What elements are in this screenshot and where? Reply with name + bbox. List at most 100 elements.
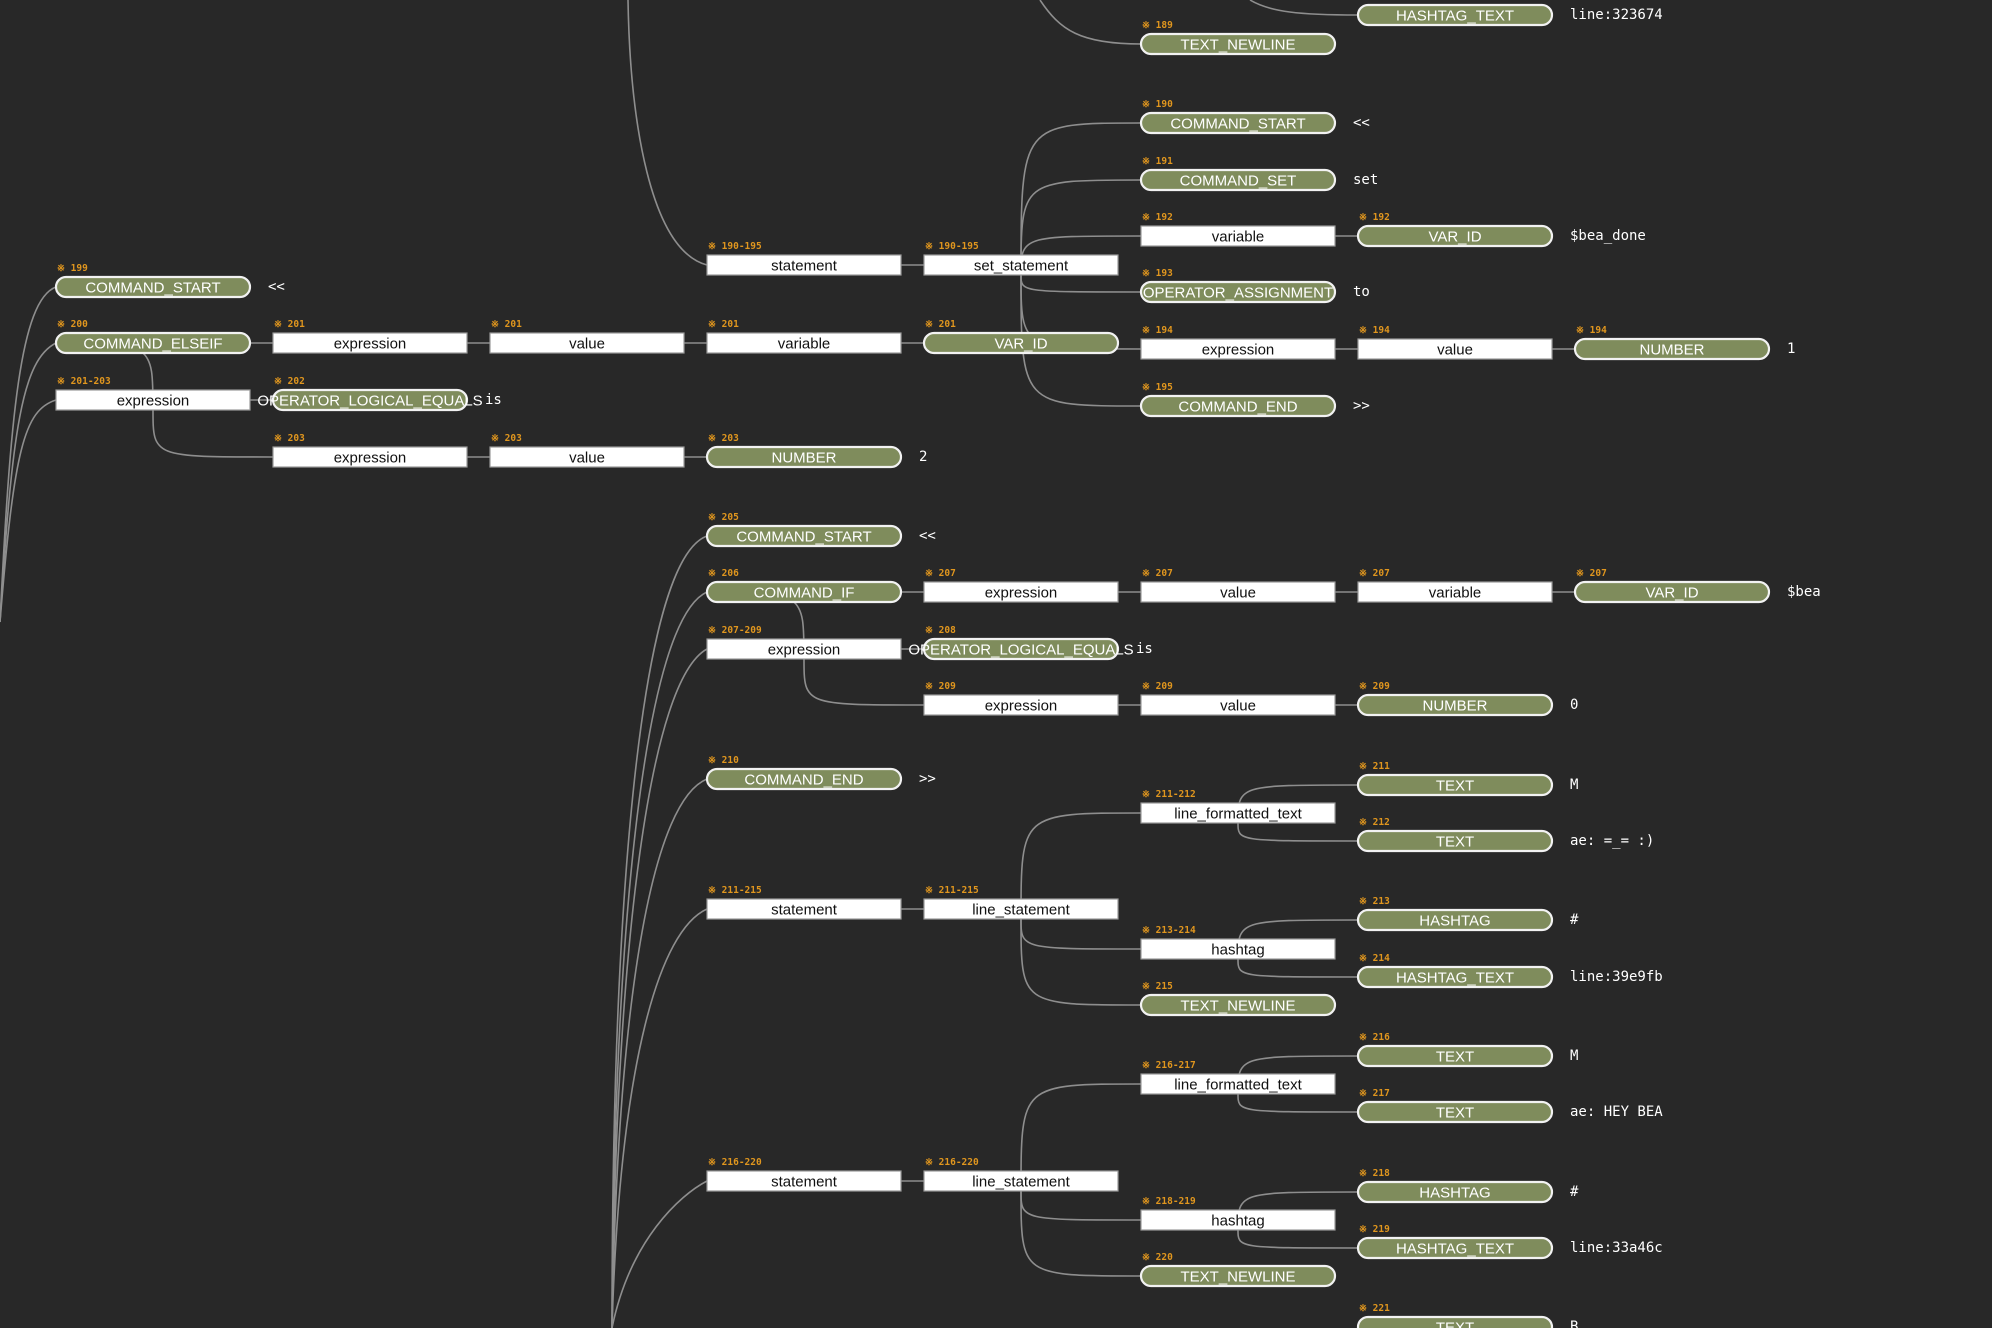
tree-node-value[interactable]: ※ 201 value xyxy=(489,319,685,354)
node-index-label: ※ 211-215 xyxy=(925,885,979,896)
node-index-label: ※ 201 xyxy=(491,319,522,330)
node-index-label: ※ 216-220 xyxy=(925,1157,979,1168)
token-node-box xyxy=(54,275,252,299)
node-label: NUMBER xyxy=(771,450,836,467)
node-index-label: ※ 213 xyxy=(1359,896,1390,907)
node-label: variable xyxy=(1429,585,1482,602)
rule-node-box xyxy=(489,446,685,468)
tree-edge xyxy=(152,409,274,458)
token-lexeme: is xyxy=(485,392,502,408)
node-label: value xyxy=(569,336,605,353)
node-index-label: ※ 201 xyxy=(274,319,305,330)
token-node-box xyxy=(922,331,1120,355)
tree-edge xyxy=(1237,1229,1359,1249)
rule-node-box xyxy=(55,389,251,411)
node-index-label: ※ 213-214 xyxy=(1142,925,1196,936)
rule-node-box xyxy=(706,254,902,276)
tree-edge xyxy=(0,399,57,623)
token-lexeme: ae: =_= :) xyxy=(1570,833,1654,849)
node-label: NUMBER xyxy=(1639,342,1704,359)
token-node-box xyxy=(1356,1315,1554,1328)
node-index-label: ※ 203 xyxy=(491,433,522,444)
node-index-label: ※ 216 xyxy=(1359,1032,1390,1043)
tree-node-hashtag[interactable]: ※ 213-214 hashtag xyxy=(1140,925,1336,960)
node-index-label: ※ 218 xyxy=(1359,1168,1390,1179)
node-index-label: ※ 208 xyxy=(925,625,956,636)
node-label: line_formatted_text xyxy=(1174,1077,1302,1094)
node-index-label: ※ 210 xyxy=(708,755,739,766)
token-node-box xyxy=(705,445,903,469)
node-label: expression xyxy=(985,585,1058,602)
token-node-box xyxy=(54,331,252,355)
node-label: TEXT xyxy=(1436,778,1474,795)
node-index-label: ※ 202 xyxy=(274,376,305,387)
node-label: expression xyxy=(334,450,407,467)
token-lexeme: line:39e9fb xyxy=(1570,969,1663,985)
token-node-box xyxy=(1356,965,1554,989)
node-label: hashtag xyxy=(1211,942,1264,959)
node-label: VAR_ID xyxy=(994,336,1047,353)
tree-edge xyxy=(611,648,708,1328)
token-node-box xyxy=(1356,829,1554,853)
token-lexeme: # xyxy=(1570,912,1579,928)
node-label: OPERATOR_LOGICAL_EQUALS xyxy=(908,642,1133,659)
node-label: TEXT xyxy=(1436,1049,1474,1066)
token-lexeme: << xyxy=(268,279,285,295)
token-node-box xyxy=(271,388,469,412)
node-label: variable xyxy=(778,336,831,353)
